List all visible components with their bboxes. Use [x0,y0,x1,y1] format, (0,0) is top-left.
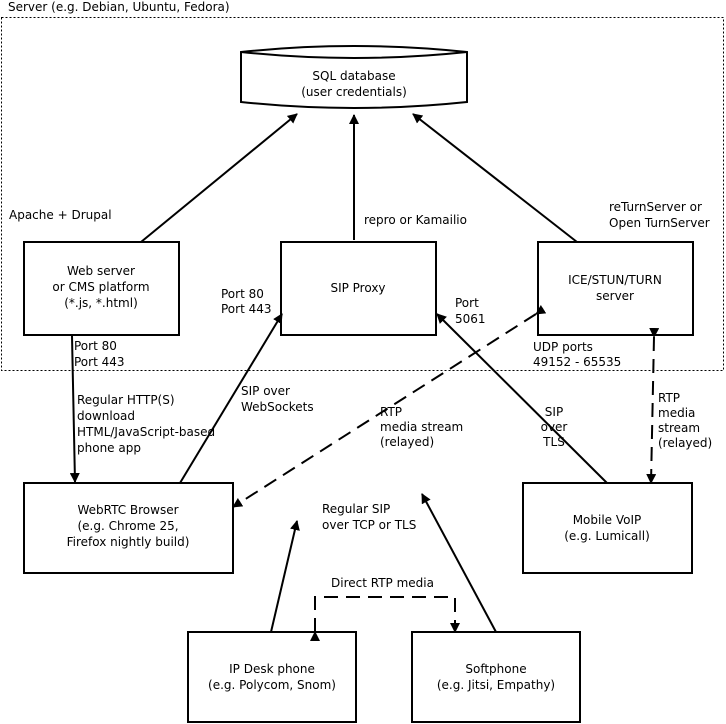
text-line: Regular HTTP(S) [77,393,175,407]
ipdesk-to-sip-arrow [270,520,300,633]
text-line: download [77,409,135,423]
text-line: reTurnServer or [609,200,702,214]
text-line: SIP [545,405,563,419]
direct-rtp-label: Direct RTP media [331,576,434,590]
web-to-sql-arrow [140,113,298,243]
softphone-node: Softphone (e.g. Jitsi, Empathy) [411,631,581,723]
returnserver-label: reTurnServer or Open TurnServer [609,200,710,230]
text-line: Direct RTP media [331,576,434,590]
text-line: WebRTC Browser [77,503,178,517]
text-line: WebSockets [241,400,314,414]
webrtc-browser-label: WebRTC Browser (e.g. Chrome 25, Firefox ni… [67,503,190,549]
web-ports-label: Port 80 Port 443 [74,339,125,369]
text-line: (relayed) [380,435,434,449]
text-line: Port 443 [221,302,272,316]
mobile-voip-label: Mobile VoIP (e.g. Lumicall) [564,513,650,543]
text-line: Regular SIP [322,502,390,516]
regular-sip-label: Regular SIP over TCP or TLS [322,502,416,532]
browser-to-sip-arrow [179,313,283,484]
sql-database-label: SQL database (user credentials) [301,69,407,99]
text-line: ICE/STUN/TURN [568,273,662,287]
text-line: 5061 [455,312,486,326]
text-line: Port 80 [74,339,117,353]
text-line: (e.g. Lumicall) [564,529,650,543]
text-line: Softphone [465,662,526,676]
browser-ice-rtp-arrow [232,304,547,508]
ip-desk-phone-node: IP Desk phone (e.g. Polycom, Snom) [187,631,357,723]
text-line: media [658,406,695,420]
text-line: RTP [380,405,402,419]
webrtc-browser-node: WebRTC Browser (e.g. Chrome 25, Firefox ni… [23,482,234,574]
text-line: (*.js, *.html) [64,296,138,310]
sip-port-right-label: Port 5061 [455,296,486,326]
ice-to-sql-arrow [412,113,578,243]
text-line: or CMS platform [52,280,149,294]
text-line: Port 443 [74,355,125,369]
web-server-node: Web server or CMS platform (*.js, *.html) [23,241,180,336]
text-line: Firefox nightly build) [67,535,190,549]
text-line: (user credentials) [301,85,407,99]
text-line: TLS [542,435,565,449]
text-line: 49152 - 65535 [533,355,621,369]
web-server-label: Web server or CMS platform (*.js, *.html) [52,264,149,310]
text-line: Apache + Drupal [9,208,112,222]
text-line: UDP ports [533,340,593,354]
ice-stun-turn-label: ICE/STUN/TURN server [568,273,662,303]
text-line: HTML/JavaScript-based [77,425,215,439]
mobile-voip-node: Mobile VoIP (e.g. Lumicall) [522,482,693,574]
text-line: over TCP or TLS [322,518,416,532]
text-line: (e.g. Chrome 25, [77,519,178,533]
text-line: Web server [67,264,135,278]
ip-desk-phone-label: IP Desk phone (e.g. Polycom, Snom) [208,662,336,692]
text-line: (e.g. Polycom, Snom) [208,678,336,692]
text-line: Open TurnServer [609,216,710,230]
sql-database-node: SQL database (user credentials) [240,45,468,109]
softphone-to-sip-arrow [421,493,497,633]
text-line: Mobile VoIP [573,513,642,527]
repro-kamailio-label: repro or Kamailio [364,213,467,227]
text-line: (e.g. Jitsi, Empathy) [437,678,555,692]
web-to-browser-arrow [69,335,80,483]
sip-proxy-node: SIP Proxy [280,241,437,336]
text-line: media stream [380,420,463,434]
softphone-label: Softphone (e.g. Jitsi, Empathy) [437,662,555,692]
text-line: repro or Kamailio [364,213,467,227]
text-line: SIP Proxy [330,281,385,295]
ice-stun-turn-node: ICE/STUN/TURN server [537,241,694,336]
text-line: SQL database [312,69,395,83]
text-line: server [596,289,634,303]
server-label: Server (e.g. Debian, Ubuntu, Fedora) [8,0,230,14]
text-line: SIP over [241,384,290,398]
text-line: IP Desk phone [229,662,315,676]
direct-rtp-arrow [310,596,460,641]
sip-proxy-label: SIP Proxy [330,281,385,295]
text-line: over [541,420,568,434]
text-line: phone app [77,441,141,455]
text-line: Port [455,296,479,310]
text-line: stream [658,421,700,435]
mobile-ice-rtp-arrow [646,327,660,484]
apache-drupal-label: Apache + Drupal [9,208,112,222]
text-line: Port 80 [221,287,264,301]
text-line: RTP [658,391,680,405]
text-line: (relayed) [658,436,712,450]
